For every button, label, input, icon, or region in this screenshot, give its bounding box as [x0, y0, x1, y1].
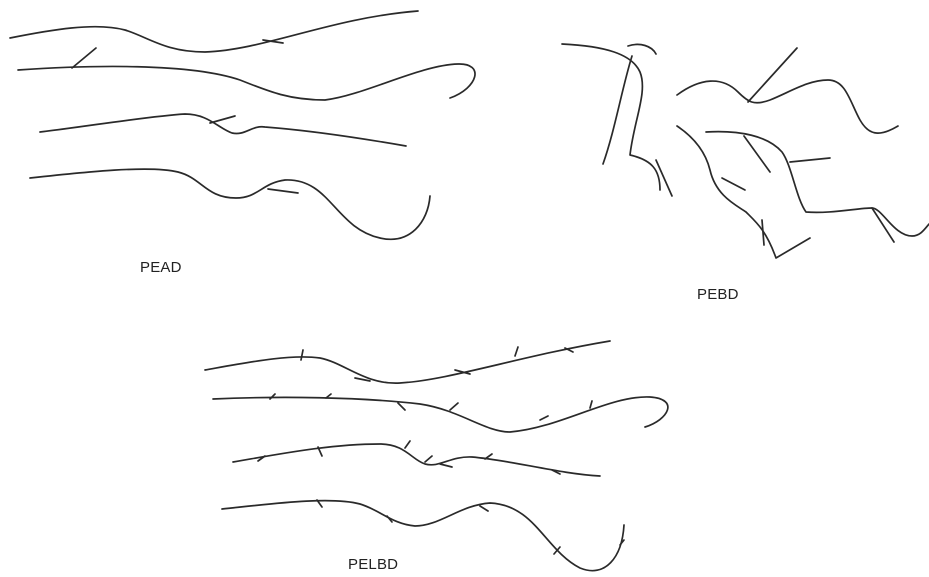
- pelbd-chain-2: [213, 397, 668, 432]
- pebd-branch-2: [628, 44, 656, 54]
- pelbd-chain-4: [222, 501, 624, 571]
- pelbd-tick-2d: [450, 403, 458, 410]
- pelbd-tick-3d: [425, 456, 432, 462]
- pebd-branch-5: [762, 220, 764, 245]
- pelbd-tick-2e: [540, 416, 548, 420]
- pead-chains: [10, 11, 475, 239]
- pelbd-label: PELBD: [348, 556, 398, 573]
- pelbd-chains: [205, 341, 668, 571]
- pead-chain-2: [18, 64, 475, 100]
- pead-branch-3: [210, 116, 235, 123]
- pebd-branch-1: [603, 56, 632, 164]
- pead-branch-4: [268, 189, 298, 193]
- pead-branch-2: [72, 48, 96, 68]
- pebd-chain-2: [677, 80, 898, 133]
- pebd-branch-6: [722, 178, 745, 190]
- pebd-chains: [562, 44, 929, 258]
- pead-chain-4: [30, 169, 430, 239]
- pebd-chain-4: [706, 132, 929, 236]
- pebd-chain-1: [562, 44, 660, 190]
- pead-chain-1: [10, 11, 418, 52]
- pelbd-tick-4c: [480, 506, 488, 511]
- pelbd-tick-3c: [405, 441, 410, 448]
- pebd-branch-8: [790, 158, 830, 162]
- pebd-branch-7: [744, 136, 770, 172]
- pelbd-tick-2f: [590, 401, 592, 408]
- pelbd-chain-3: [233, 444, 600, 476]
- pelbd-tick-3e: [440, 464, 452, 467]
- pebd-branch-4: [748, 48, 797, 102]
- pebd-chain-3: [677, 126, 810, 258]
- pelbd-tick-1d: [515, 347, 518, 356]
- pead-label: PEAD: [140, 259, 182, 276]
- pelbd-chain-1: [205, 341, 610, 383]
- pelbd-tick-2c: [398, 403, 405, 410]
- pelbd-tick-1a: [301, 350, 303, 360]
- pebd-branch-9: [872, 208, 894, 242]
- pebd-label: PEBD: [697, 286, 739, 303]
